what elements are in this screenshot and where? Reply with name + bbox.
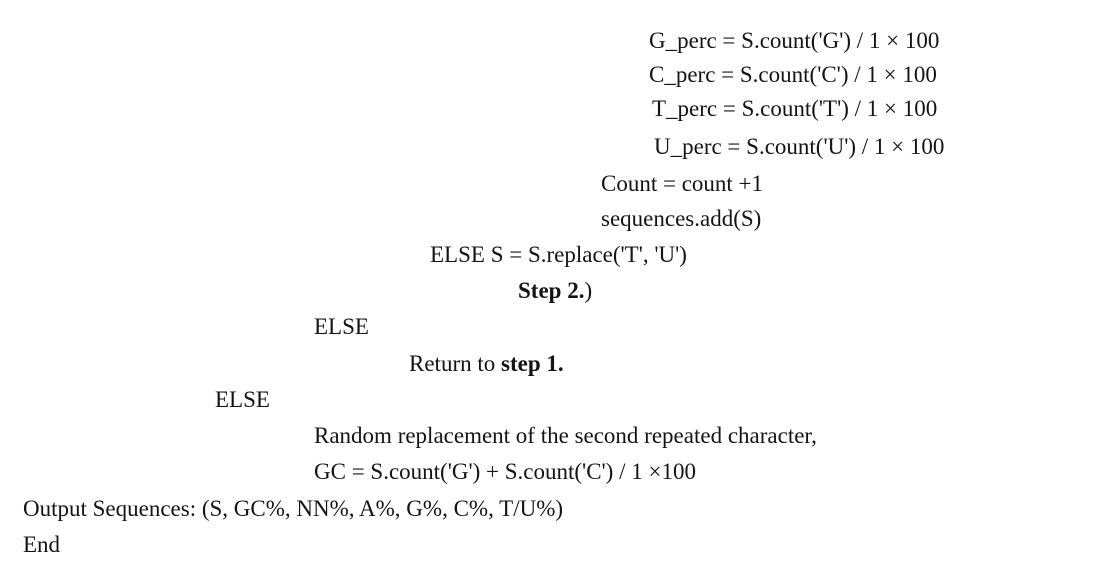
c-perc-line: C_perc = S.count('C') / 1 × 100 xyxy=(649,62,937,87)
u-perc-line: U_perc = S.count('U') / 1 × 100 xyxy=(654,134,945,159)
t-perc-line: T_perc = S.count('T') / 1 × 100 xyxy=(652,96,938,121)
g-perc-line: G_perc = S.count('G') / 1 × 100 xyxy=(649,28,940,53)
gc-formula-line: GC = S.count('G') + S.count('C') / 1 ×10… xyxy=(314,459,696,484)
count-increment-line: Count = count +1 xyxy=(601,171,764,196)
return-step-label: step 1. xyxy=(501,351,564,376)
step2-close-paren: ) xyxy=(584,278,593,303)
step2-line: Step 2.) xyxy=(518,277,592,305)
step2-label: Step 2. xyxy=(518,278,585,303)
return-line: Return to step 1. xyxy=(409,350,564,378)
end-line: End xyxy=(23,532,61,557)
else-replace-line: ELSE S = S.replace('T', 'U') xyxy=(430,242,687,267)
else-outer-line: ELSE xyxy=(215,387,270,412)
output-sequences-line: Output Sequences: (S, GC%, NN%, A%, G%, … xyxy=(23,496,564,521)
sequences-add-line: sequences.add(S) xyxy=(601,206,762,231)
random-replacement-line: Random replacement of the second repeate… xyxy=(314,423,817,448)
return-prefix: Return to xyxy=(409,351,501,376)
else-inner-line: ELSE xyxy=(314,314,369,339)
